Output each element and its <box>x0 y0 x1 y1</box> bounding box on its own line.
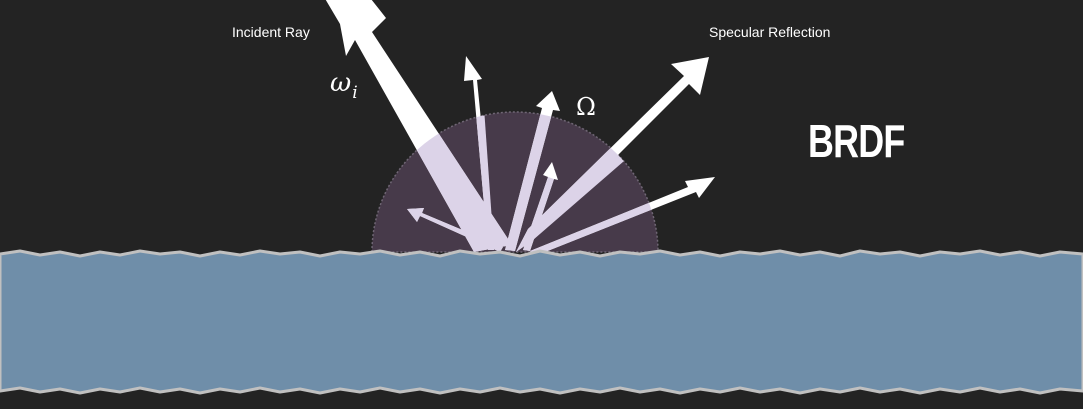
incident-ray-label: Incident Ray <box>232 24 310 40</box>
omega-subscript: i <box>352 83 358 103</box>
diagram-title: BRDF <box>808 115 905 167</box>
omega-symbol: ω <box>330 68 352 98</box>
surface <box>0 249 1083 395</box>
incident-direction-symbol: ωi <box>330 70 358 102</box>
solid-angle-symbol: Ω <box>576 93 596 121</box>
specular-reflection-label: Specular Reflection <box>709 24 831 40</box>
